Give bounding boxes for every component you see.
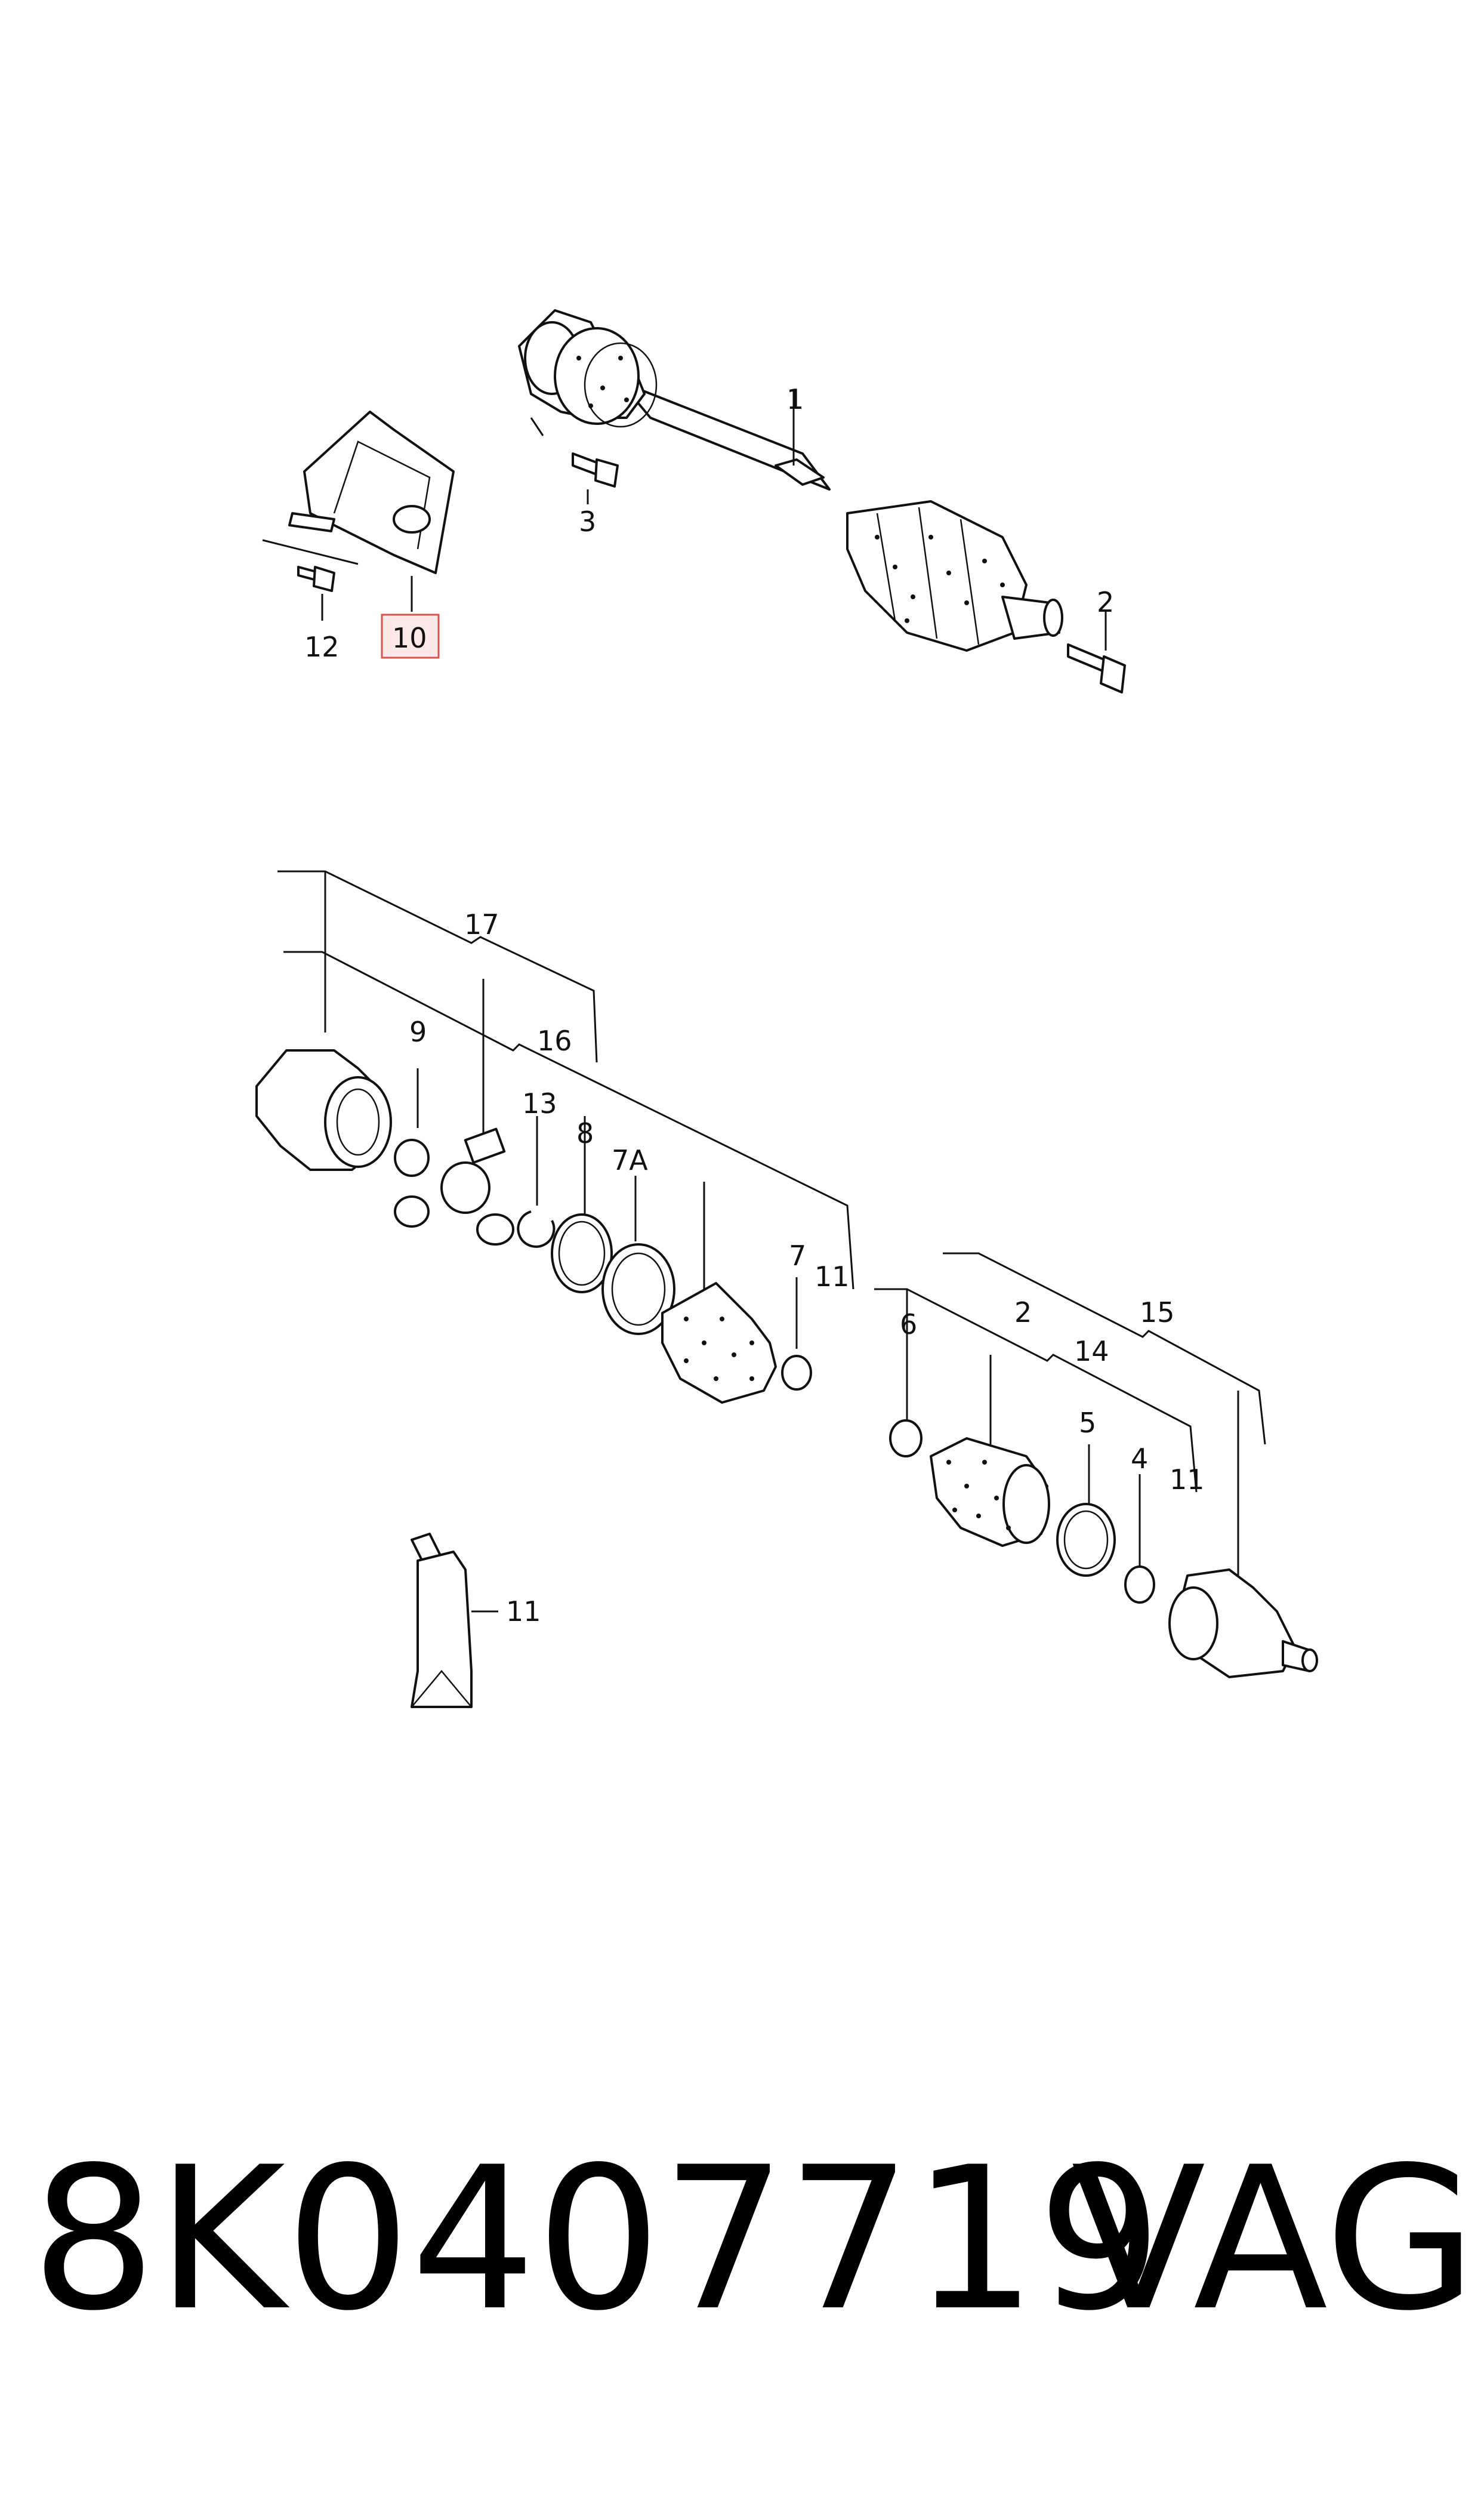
callout-10-highlight (381, 614, 440, 659)
callout-16: 16 (537, 1025, 572, 1057)
callout-7a: 7A (612, 1144, 648, 1176)
part-number: 8K0407719 (31, 2125, 1163, 2354)
grease-tube (411, 1533, 473, 1708)
clamp-7 (781, 1355, 812, 1391)
clamp-8 (551, 1213, 613, 1293)
callout-11-a: 11 (814, 1260, 850, 1293)
bolt-2 (1067, 643, 1126, 694)
callout-2-b: 2 (1014, 1296, 1032, 1329)
callout-1: 1 (786, 383, 804, 415)
callout-3: 3 (579, 506, 596, 538)
brand-name: VAG (1071, 2125, 1477, 2354)
callout-6: 6 (900, 1308, 917, 1340)
tripod-spider (394, 1127, 514, 1246)
callout-11-b: 11 (1170, 1463, 1205, 1496)
outer-boot (930, 1437, 1050, 1547)
callout-11-c: 11 (506, 1595, 541, 1628)
callout-12: 12 (304, 631, 340, 663)
circlip-9 (394, 1139, 430, 1177)
joint-housing (255, 1049, 392, 1171)
inner-boot (661, 1282, 777, 1404)
outer-cv-joint (1168, 1568, 1318, 1678)
footer-caption: 8K0407719 VAG (0, 2125, 1484, 2375)
callout-14: 14 (1074, 1335, 1109, 1367)
bolt-3 (572, 452, 619, 488)
callout-13: 13 (522, 1087, 557, 1120)
bolt-12 (297, 566, 335, 592)
callout-8: 8 (576, 1117, 594, 1149)
clamp-6 (889, 1419, 923, 1457)
callout-5: 5 (1079, 1407, 1096, 1439)
callout-17: 17 (464, 908, 499, 941)
ring-7a (601, 1243, 675, 1335)
callout-10: 10 (392, 622, 427, 654)
callout-7: 7 (789, 1240, 806, 1272)
callout-4: 4 (1131, 1443, 1148, 1475)
drive-shaft-assembly (518, 309, 1063, 652)
heat-shield-10 (288, 411, 455, 574)
circlip-13 (517, 1210, 556, 1248)
callout-9: 9 (409, 1016, 427, 1048)
clamp-5 (1056, 1503, 1116, 1577)
circlip-4 (1124, 1565, 1155, 1604)
callout-15: 15 (1140, 1296, 1175, 1329)
callout-2: 2 (1097, 586, 1114, 618)
